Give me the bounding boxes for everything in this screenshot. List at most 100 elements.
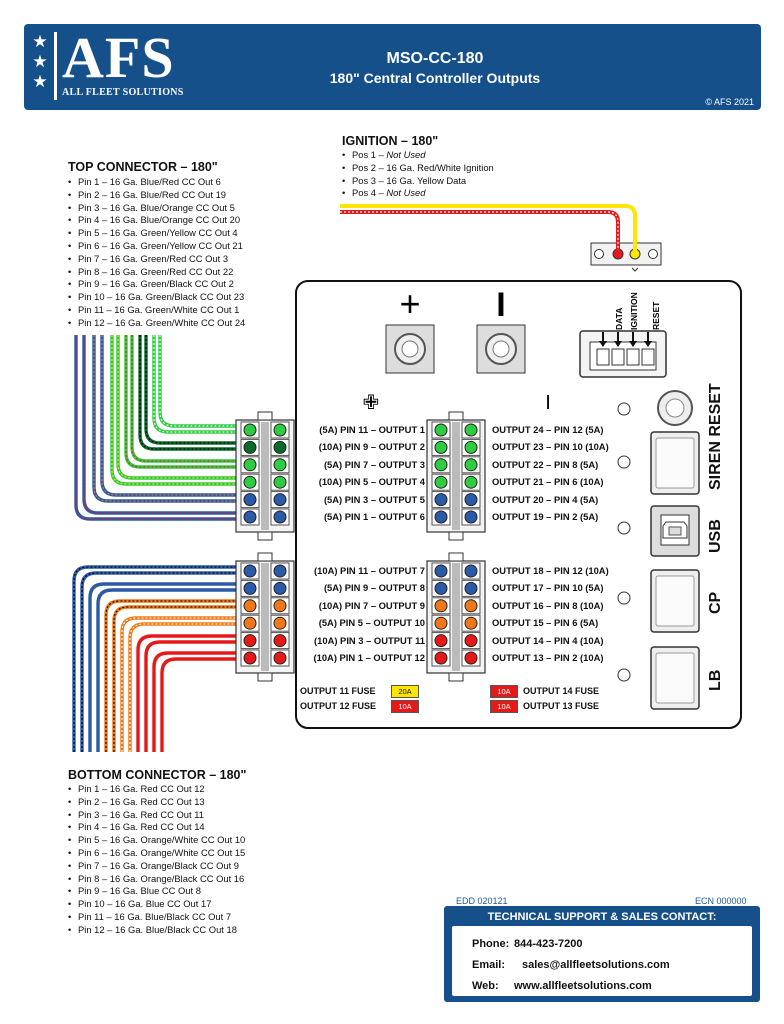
- list-item: Pin 11 – 16 Ga. Blue/Black CC Out 7: [68, 911, 245, 924]
- pin: [243, 493, 257, 507]
- header-banner: [24, 24, 761, 110]
- pin: [243, 440, 257, 454]
- wire-stripe: [93, 335, 238, 502]
- wire-stripe: [111, 335, 238, 485]
- output-label: OUTPUT 22 – PIN 8 (5A): [492, 458, 599, 470]
- web-link[interactable]: www.allfleetsolutions.com: [514, 980, 652, 992]
- list-item: Pin 9 – 16 Ga. Green/Black CC Out 2: [68, 278, 245, 291]
- pin: [273, 581, 287, 595]
- pin: [464, 423, 478, 437]
- pin: [243, 475, 257, 489]
- phone-number[interactable]: 844-423-7200: [514, 938, 583, 950]
- copyright: © AFS 2021: [705, 97, 754, 107]
- support-title: TECHNICAL SUPPORT & SALES CONTACT:: [487, 911, 717, 923]
- list-item: Pin 10 – 16 Ga. Green/Black CC Out 23: [68, 291, 245, 304]
- pin: [434, 651, 448, 665]
- list-item: Pin 1 – 16 Ga. Blue/Red CC Out 6: [68, 176, 245, 189]
- output-label: OUTPUT 23 – PIN 10 (10A): [492, 441, 609, 453]
- wire: [100, 335, 238, 497]
- connector-latch: [448, 411, 464, 421]
- ignition-pos-value: 16 Ga. Red/White Ignition: [386, 161, 494, 173]
- fuse-label-output-11: OUTPUT 11 FUSE: [300, 686, 376, 696]
- wire-stripe: [75, 335, 238, 520]
- output-label: (5A) PIN 1 – OUTPUT 6: [323, 511, 425, 522]
- pin: [434, 423, 448, 437]
- fuse-label-output-12: OUTPUT 12 FUSE: [300, 701, 377, 711]
- support-body: [452, 926, 752, 996]
- pin: [273, 651, 287, 665]
- pin: [434, 616, 448, 630]
- wire-stripe: [159, 335, 238, 427]
- harness-wires: [72, 335, 238, 752]
- pin: [464, 440, 478, 454]
- output-label: OUTPUT 18 – PIN 12 (10A): [492, 565, 609, 576]
- logo-divider: [54, 32, 57, 100]
- output-label: OUTPUT 17 – PIN 10 (5A): [492, 582, 604, 594]
- pin: [464, 493, 478, 507]
- right-controls: [617, 390, 700, 710]
- fuse-output-14: 10A: [490, 685, 518, 698]
- output-label: OUTPUT 24 – PIN 12 (5A): [492, 424, 604, 435]
- connector-latch: [257, 531, 273, 541]
- output-label: (5A) PIN 11 – OUTPUT 1: [319, 424, 425, 435]
- list-item: Pin 9 – 16 Ga. Blue CC Out 8: [68, 885, 245, 898]
- receptacle-label-ignition: IGNITION: [629, 292, 639, 330]
- pin: [273, 510, 287, 524]
- receptacle-label-data: DATA: [614, 308, 624, 330]
- email-link[interactable]: sales@allfleetsolutions.com: [522, 959, 670, 971]
- pin: [434, 581, 448, 595]
- side-label-cp: CP: [707, 591, 724, 614]
- list-item: Pos 1 – Not Used: [342, 149, 494, 162]
- logo-text: AFS: [62, 25, 175, 90]
- wire: [160, 657, 238, 752]
- phone-label: Phone:: [472, 938, 510, 950]
- fuse-output-13: 10A: [490, 700, 518, 713]
- pin: [243, 458, 257, 472]
- wire: [96, 588, 238, 752]
- pin: [273, 599, 287, 613]
- list-item: Pin 6 – 16 Ga. Green/Yellow CC Out 21: [68, 240, 245, 253]
- wire-stripe: [83, 335, 238, 514]
- output-label: OUTPUT 15 – PIN 6 (5A): [492, 617, 599, 629]
- edd-number: EDD 020121: [456, 896, 508, 906]
- pin: [464, 458, 478, 472]
- wire-stripe: [101, 335, 238, 496]
- ignition-title: IGNITION – 180": [342, 134, 439, 148]
- wire: [158, 335, 238, 428]
- wire-stripe: [121, 617, 238, 752]
- output-label: (10A) PIN 7 – OUTPUT 9: [318, 599, 425, 611]
- bottom-harness-connector: [235, 552, 295, 682]
- pin: [243, 510, 257, 524]
- pin: [464, 581, 478, 595]
- pin: [464, 475, 478, 489]
- wire-stripe: [153, 335, 238, 433]
- list-item: Pin 6 – 16 Ga. Orange/White CC Out 15: [68, 847, 245, 860]
- pin: [273, 423, 287, 437]
- output-label: OUTPUT 14 – PIN 4 (10A): [492, 634, 604, 646]
- ignition-pos-label: Pos 1 –: [352, 149, 387, 160]
- pin: [273, 616, 287, 630]
- connector-latch: [448, 531, 464, 541]
- output-label: (10A) PIN 9 – OUTPUT 2: [318, 441, 425, 453]
- negative-symbol: I: [496, 286, 505, 324]
- pin: [434, 599, 448, 613]
- pin: [273, 493, 287, 507]
- top-harness-connector: [235, 411, 295, 541]
- connector-latch: [257, 552, 273, 562]
- list-item: Pin 5 – 16 Ga. Green/Yellow CC Out 4: [68, 227, 245, 240]
- output-label: (5A) PIN 7 – OUTPUT 3: [323, 458, 425, 470]
- pin: [243, 564, 257, 578]
- pin: [434, 493, 448, 507]
- connector-latch: [448, 552, 464, 562]
- connector-latch: [257, 672, 273, 682]
- pin: [243, 616, 257, 630]
- positive-small-symbol: ✙: [363, 390, 380, 414]
- pin: [464, 616, 478, 630]
- list-item: Pin 12 – 16 Ga. Green/White CC Out 24: [68, 317, 245, 330]
- pin: [273, 564, 287, 578]
- pin: [243, 634, 257, 648]
- receptacle-label-reset: RESET: [651, 301, 661, 330]
- list-item: Pin 2 – 16 Ga. Blue/Red CC Out 19: [68, 189, 245, 202]
- pin: [273, 440, 287, 454]
- page-title: MSO-CC-180: [386, 50, 484, 67]
